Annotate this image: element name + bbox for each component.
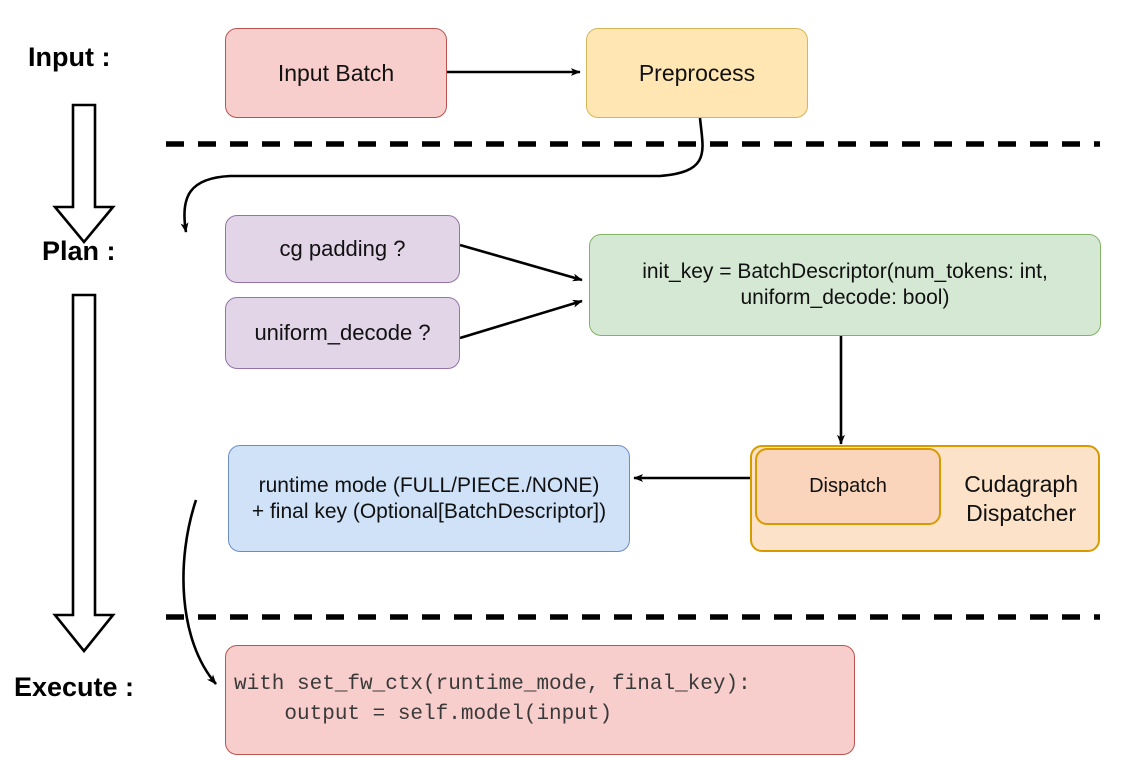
stage-label-input: Input : bbox=[28, 42, 111, 72]
input-to-plan-block-arrow bbox=[52, 103, 116, 245]
node-execute-code-block[interactable]: with set_fw_ctx(runtime_mode, final_key)… bbox=[225, 645, 855, 755]
node-preprocess[interactable]: Preprocess bbox=[586, 28, 808, 118]
node-init-key-batch-descriptor[interactable]: init_key = BatchDescriptor(num_tokens: i… bbox=[589, 234, 1101, 336]
edge-runtime-mode-to-execute-code bbox=[182, 499, 217, 685]
node-cg-padding[interactable]: cg padding ? bbox=[225, 215, 460, 283]
stage-label-execute: Execute : bbox=[14, 672, 135, 702]
node-runtime-mode-and-final-key[interactable]: runtime mode (FULL/PIECE./NONE) + final … bbox=[228, 445, 630, 552]
node-input-batch[interactable]: Input Batch bbox=[225, 28, 447, 118]
stage-label-plan: Plan : bbox=[42, 236, 116, 266]
edge-cg-padding-to-init-key bbox=[459, 243, 583, 282]
plan-to-execute-block-arrow bbox=[52, 293, 116, 654]
edge-uniform-decode-to-init-key bbox=[459, 299, 583, 340]
node-uniform-decode[interactable]: uniform_decode ? bbox=[225, 297, 460, 369]
node-dispatch[interactable]: Dispatch bbox=[755, 448, 941, 525]
